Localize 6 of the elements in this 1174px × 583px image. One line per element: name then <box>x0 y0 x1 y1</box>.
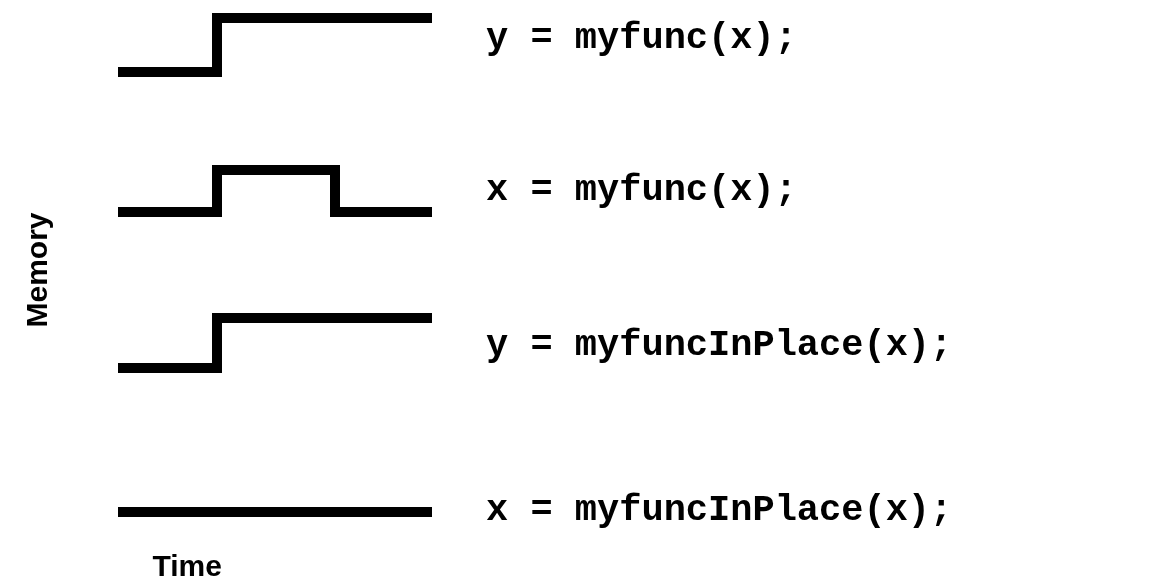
code-line: x = myfunc(x); <box>486 172 797 209</box>
code-line: y = myfunc(x); <box>486 20 797 57</box>
axis-label: Time <box>152 551 222 581</box>
code-line: y = myfuncInPlace(x); <box>486 327 953 364</box>
code-line: x = myfuncInPlace(x); <box>486 492 953 529</box>
axis-label: Memory <box>21 212 51 328</box>
